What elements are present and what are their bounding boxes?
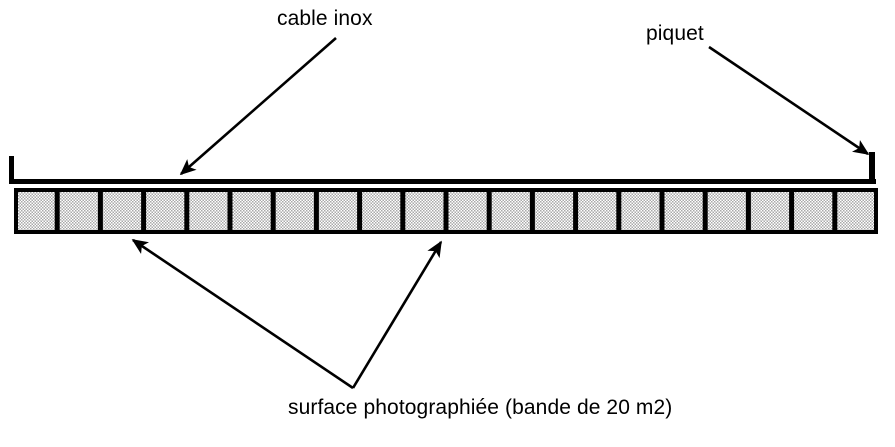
photographed-strip — [14, 188, 878, 234]
label-surface-photographiee: surface photographiée (bande de 20 m2) — [288, 396, 673, 419]
label-cable-inox: cable inox — [277, 7, 373, 30]
strip-cell-dividers — [54, 188, 838, 234]
surface-arrow-right — [351, 240, 443, 389]
piquet-arrow — [708, 45, 870, 156]
right-post-piquet — [869, 152, 875, 184]
left-post-piquet — [9, 156, 14, 184]
cable-inox-arrow — [179, 37, 337, 176]
cable-assembly — [9, 152, 876, 184]
leader-arrows — [131, 37, 870, 390]
surface-arrow-left — [131, 238, 354, 390]
label-piquet: piquet — [646, 22, 704, 45]
